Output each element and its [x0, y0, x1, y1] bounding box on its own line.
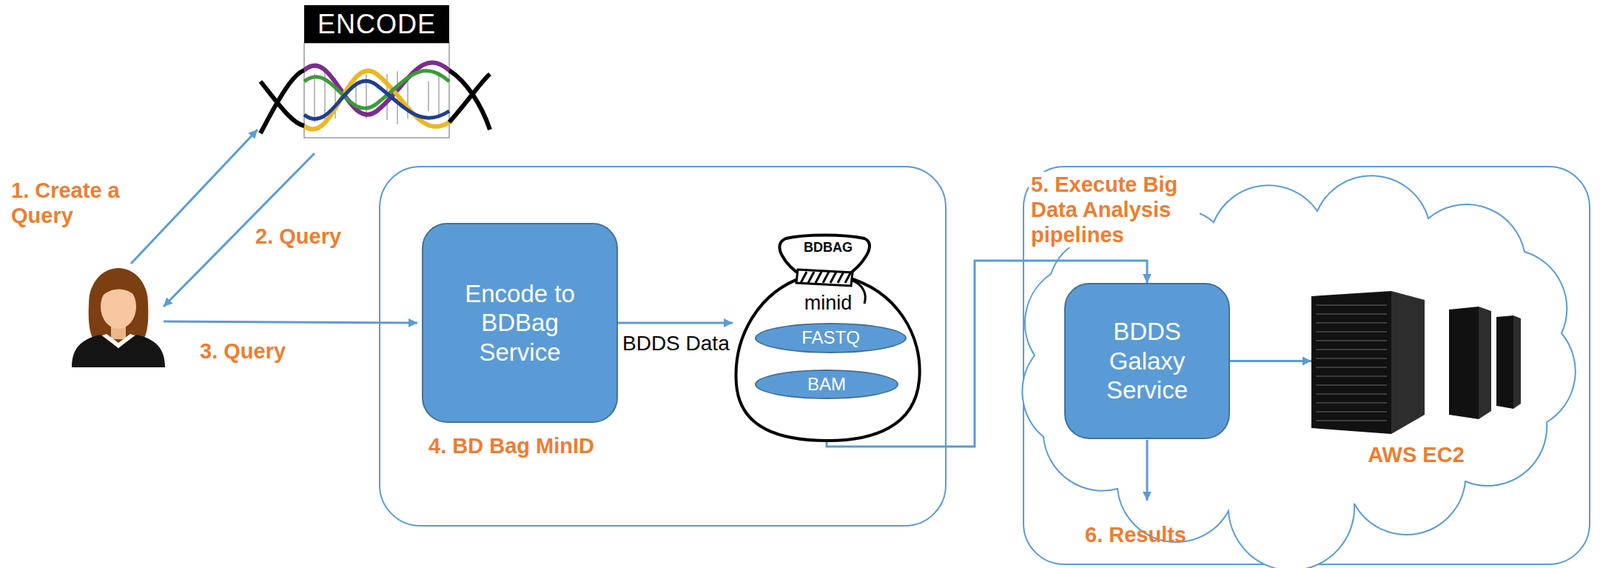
rack-side — [1391, 290, 1425, 434]
cloud-caption: AWS EC2 — [1311, 442, 1521, 467]
dna-strand — [304, 70, 450, 109]
rack-front — [1449, 306, 1479, 419]
step-label: 1. Create a Query — [11, 178, 145, 229]
file-ellipse: BAM — [754, 369, 899, 399]
step-label: 2. Query — [255, 224, 342, 250]
minid-label: minid — [732, 291, 924, 315]
dna-logo — [260, 42, 490, 138]
rack-stripes — [1315, 304, 1387, 421]
person-icon — [71, 267, 166, 368]
service-name: Encode to BDBag Service — [455, 279, 585, 368]
bag-body — [736, 235, 920, 442]
dna-tail — [260, 70, 490, 134]
file-type: BAM — [807, 374, 846, 394]
server-racks — [1311, 290, 1521, 434]
flow-arrow — [163, 321, 418, 323]
service-box: Encode to BDBag Service4. BD Bag MinID — [421, 222, 618, 423]
rack-side — [1513, 315, 1521, 409]
person-collar — [102, 333, 135, 348]
flow-arrow — [130, 129, 258, 264]
service-name: BDDS Galaxy Service — [1086, 316, 1209, 405]
edge-label: 5. Execute Big Data Analysis pipelines — [1028, 171, 1200, 248]
edge-label: BDDS Data — [620, 331, 732, 356]
bag-rope — [796, 269, 853, 286]
service-box: BDDS Galaxy Service — [1064, 282, 1230, 439]
file-type: FASTQ — [801, 327, 860, 348]
logo-text: ENCODE — [317, 8, 436, 40]
person-fringe — [99, 281, 138, 299]
rack-front — [1496, 315, 1514, 409]
step-label: 6. Results — [1084, 522, 1187, 548]
step-caption: 4. BD Bag MinID — [428, 432, 595, 459]
bag-rope-tail — [851, 279, 866, 304]
logo-title-box: ENCODE — [304, 5, 450, 43]
group-frame — [379, 166, 946, 526]
dna-strand — [304, 70, 450, 129]
step-label: 3. Query — [199, 338, 286, 365]
dna-strand — [304, 62, 450, 115]
logo-frame — [304, 42, 450, 138]
dna-strand — [304, 80, 450, 119]
rack-side — [1478, 306, 1492, 419]
connector — [1229, 359, 1312, 362]
flow-arrow — [1146, 439, 1149, 501]
bag-shape: BDBAG minidFASTQ BAM — [732, 232, 924, 444]
server-node: AWS EC2 — [1311, 290, 1521, 476]
connector — [617, 321, 733, 325]
bag-rope-hatch — [800, 271, 852, 283]
rack-front — [1311, 290, 1392, 434]
person-body — [71, 334, 166, 368]
file-ellipse: FASTQ — [754, 322, 907, 354]
bag-title: BDBAG — [732, 239, 924, 256]
